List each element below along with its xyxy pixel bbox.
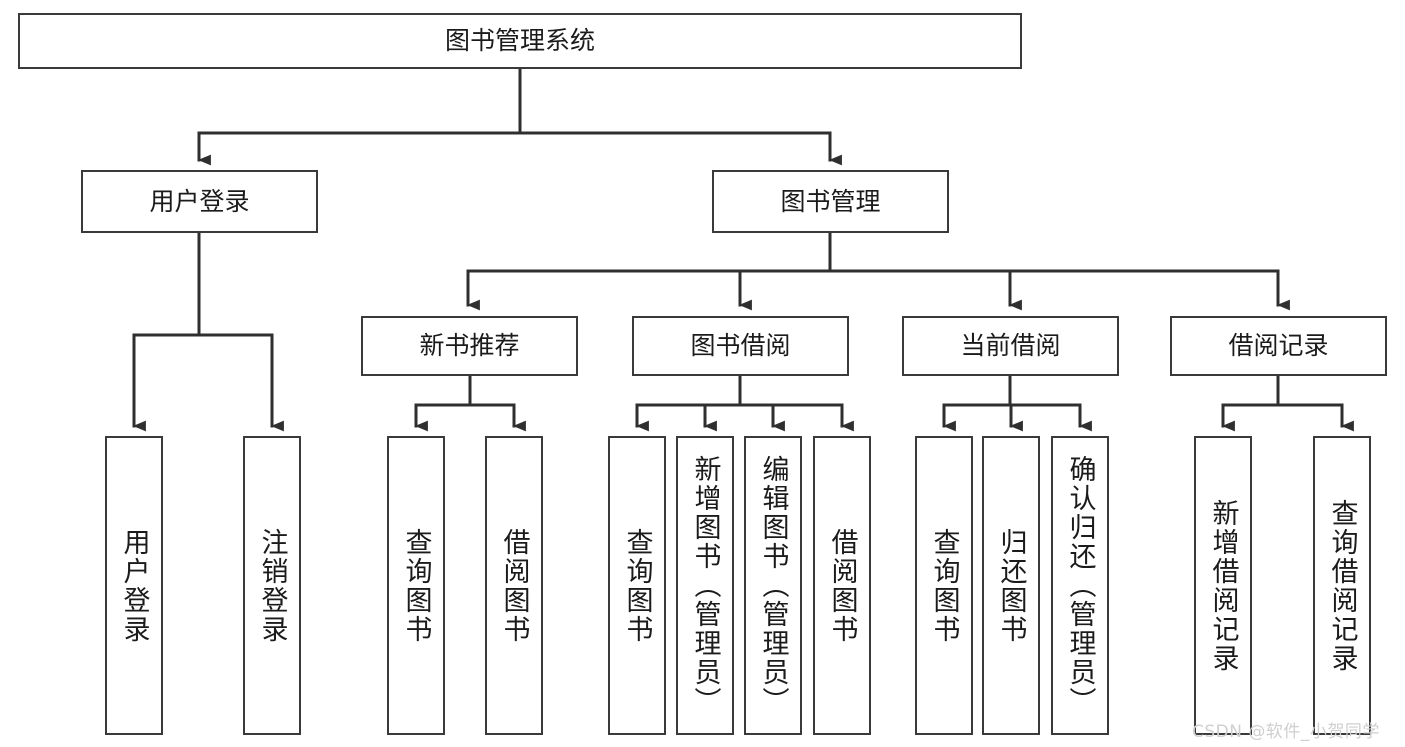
leaf-borrowrecord-query-record-label: 查询借阅记录 bbox=[1326, 498, 1358, 673]
node-root-system-label: 图书管理系统 bbox=[444, 26, 595, 56]
node-book-management[interactable]: 图书管理 bbox=[712, 170, 949, 233]
leaf-currentborrow-query-book-label: 查询图书 bbox=[928, 527, 960, 644]
leaf-bookborrow-add-book[interactable]: 新增图书（管理员） bbox=[676, 436, 734, 735]
node-new-book-recommend-label: 新书推荐 bbox=[419, 331, 520, 361]
leaf-currentborrow-return-book-label: 归还图书 bbox=[995, 527, 1027, 644]
csdn-watermark: CSDN @软件_小贺同学 bbox=[1192, 722, 1380, 742]
leaf-bookborrow-query-book[interactable]: 查询图书 bbox=[608, 436, 666, 735]
leaf-borrowrecord-add-record[interactable]: 新增借阅记录 bbox=[1194, 436, 1252, 735]
leaf-currentborrow-query-book[interactable]: 查询图书 bbox=[915, 436, 973, 735]
leaf-bookborrow-borrow-book[interactable]: 借阅图书 bbox=[813, 436, 871, 735]
leaf-user-logout-label: 注销登录 bbox=[256, 527, 288, 644]
node-new-book-recommend[interactable]: 新书推荐 bbox=[361, 316, 578, 376]
leaf-user-login-1[interactable]: 用户登录 bbox=[105, 436, 163, 735]
leaf-bookborrow-query-book-label: 查询图书 bbox=[621, 527, 653, 644]
node-book-management-label: 图书管理 bbox=[780, 186, 881, 216]
leaf-bookborrow-edit-book[interactable]: 编辑图书（管理员） bbox=[744, 436, 802, 735]
leaf-currentborrow-return-book[interactable]: 归还图书 bbox=[982, 436, 1040, 735]
node-book-borrow[interactable]: 图书借阅 bbox=[632, 316, 849, 376]
node-user-login-label: 用户登录 bbox=[149, 186, 250, 216]
leaf-bookborrow-edit-book-label: 编辑图书（管理员） bbox=[757, 455, 789, 716]
leaf-bookborrow-add-book-label: 新增图书（管理员） bbox=[689, 455, 721, 716]
node-current-borrow-label: 当前借阅 bbox=[960, 331, 1061, 361]
node-user-login[interactable]: 用户登录 bbox=[81, 170, 318, 233]
leaf-borrowrecord-query-record[interactable]: 查询借阅记录 bbox=[1313, 436, 1371, 735]
leaf-user-login-1-label: 用户登录 bbox=[118, 527, 150, 644]
leaf-newbook-query-book-label: 查询图书 bbox=[400, 527, 432, 644]
leaf-newbook-borrow-book-label: 借阅图书 bbox=[498, 527, 530, 644]
node-current-borrow[interactable]: 当前借阅 bbox=[902, 316, 1119, 376]
node-book-borrow-label: 图书借阅 bbox=[690, 331, 791, 361]
leaf-newbook-query-book[interactable]: 查询图书 bbox=[387, 436, 445, 735]
leaf-currentborrow-confirm-return[interactable]: 确认归还（管理员） bbox=[1051, 436, 1109, 735]
node-borrow-record[interactable]: 借阅记录 bbox=[1170, 316, 1387, 376]
leaf-newbook-borrow-book[interactable]: 借阅图书 bbox=[485, 436, 543, 735]
leaf-bookborrow-borrow-book-label: 借阅图书 bbox=[826, 527, 858, 644]
node-borrow-record-label: 借阅记录 bbox=[1228, 331, 1329, 361]
leaf-user-logout[interactable]: 注销登录 bbox=[243, 436, 301, 735]
leaf-borrowrecord-add-record-label: 新增借阅记录 bbox=[1207, 498, 1239, 673]
leaf-currentborrow-confirm-return-label: 确认归还（管理员） bbox=[1064, 455, 1096, 716]
node-root-system[interactable]: 图书管理系统 bbox=[18, 13, 1022, 69]
